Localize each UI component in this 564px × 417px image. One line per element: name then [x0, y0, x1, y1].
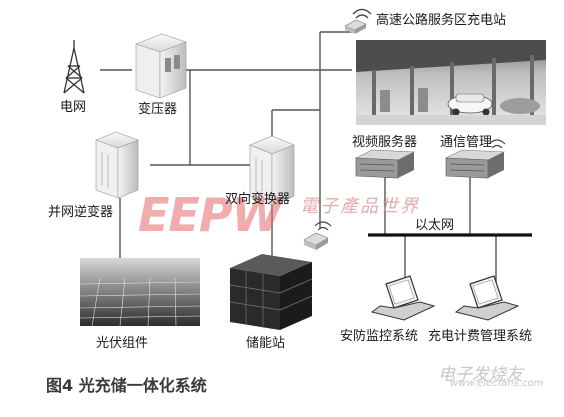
label-storage-station: 储能站 [246, 336, 286, 351]
label-grid-inverter: 并网逆变器 [48, 205, 114, 220]
video-server-rack-icon [354, 149, 416, 179]
label-bidirectional-converter: 双向变换器 [225, 192, 291, 207]
bidirectional-converter-server-icon [249, 135, 295, 206]
grid-inverter-server-icon [95, 131, 139, 199]
security-laptop-icon [370, 275, 436, 321]
elecfans-watermark: 电子发烧友 [438, 365, 523, 385]
connection-lines [100, 31, 497, 283]
label-ethernet: 以太网 [415, 218, 455, 233]
eepw-cn-watermark: 電子產品世界 [300, 196, 420, 217]
label-billing-system: 充电计费管理系统 [428, 329, 533, 344]
label-grid: 电网 [60, 100, 87, 115]
elecfans-url-watermark: www.elecfans.com [450, 378, 544, 389]
label-security-system: 安防监控系统 [340, 329, 419, 344]
label-video-server: 视频服务器 [352, 135, 418, 150]
solar-panel-photo [79, 258, 201, 327]
label-charging-station: 高速公路服务区充电站 [376, 13, 507, 28]
battery-storage-bank-icon [229, 254, 313, 330]
wireless-icon [344, 8, 372, 34]
charging-station-photo [356, 40, 546, 125]
comm-management-rack-icon [444, 139, 506, 179]
router-wireless-icon [303, 221, 332, 250]
figure-caption: 图4 光充储一体化系统 [46, 376, 207, 395]
transmission-tower-icon [63, 40, 85, 94]
label-transformer: 变压器 [138, 102, 178, 117]
billing-laptop-icon [454, 275, 520, 321]
transformer-icon [135, 33, 187, 99]
eepw-watermark: EEPW [138, 188, 282, 242]
label-comm-management: 通信管理 [440, 135, 493, 150]
label-pv-module: 光伏组件 [96, 336, 149, 351]
